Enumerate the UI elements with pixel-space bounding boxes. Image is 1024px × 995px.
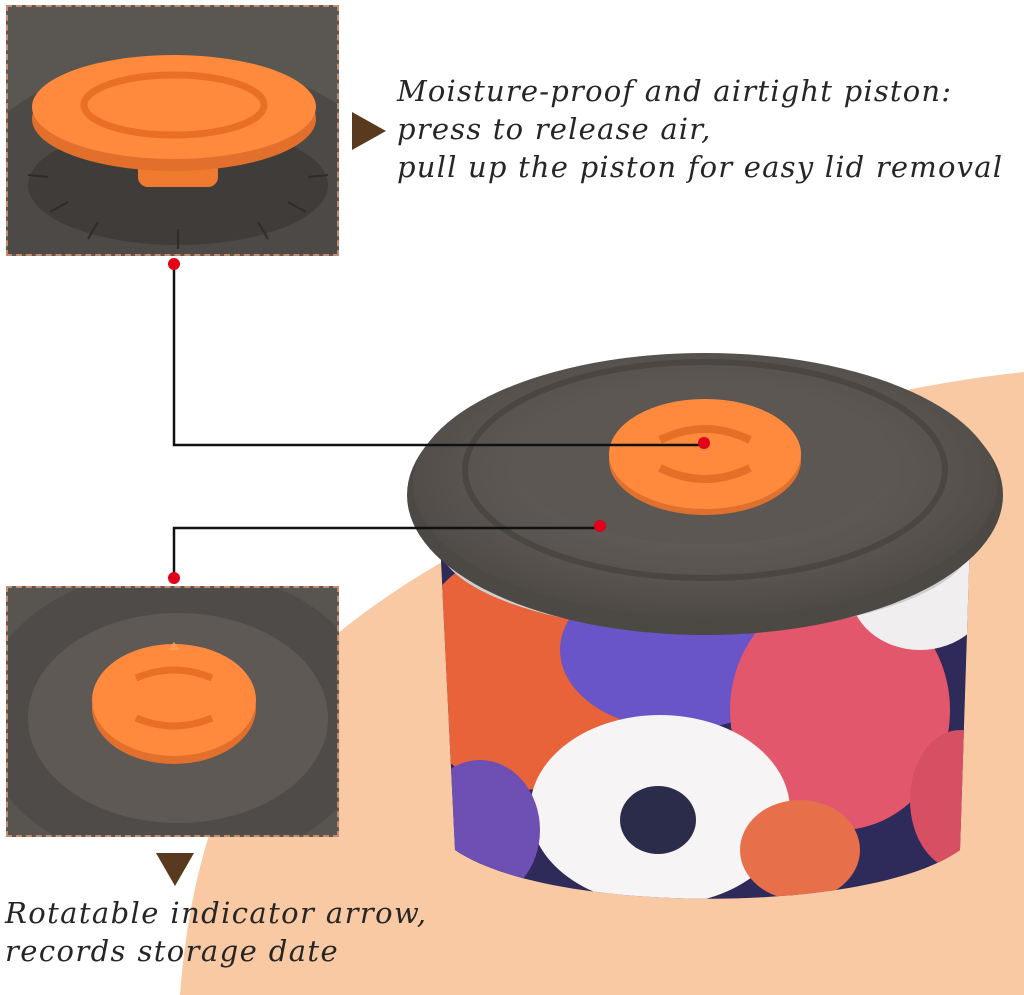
- indicator-caption-line-1: Rotatable indicator arrow,: [5, 896, 428, 930]
- piston-caption-line-2: press to release air,: [397, 112, 712, 146]
- triangle-right-icon: [352, 112, 386, 150]
- callout-dot-piston: [698, 437, 710, 449]
- indicator-closeup-inset: [6, 586, 339, 837]
- canister-photo: [407, 353, 1003, 899]
- piston-caption-line-1: Moisture-proof and airtight piston:: [397, 74, 953, 108]
- indicator-caption: Rotatable indicator arrow, records stora…: [5, 894, 427, 970]
- callout-dot-top: [168, 258, 180, 270]
- indicator-callout-line: [172, 526, 600, 578]
- callout-dot-indicator: [594, 520, 606, 532]
- triangle-down-icon: [156, 853, 194, 886]
- callout-dot-bottom: [168, 572, 180, 584]
- piston-callout-line: [172, 264, 704, 447]
- piston-closeup-inset: [6, 5, 339, 256]
- piston-caption: Moisture-proof and airtight piston: pres…: [397, 72, 1003, 186]
- piston-caption-line-3: pull up the piston for easy lid removal: [397, 150, 1004, 184]
- indicator-caption-line-2: records storage date: [5, 934, 340, 968]
